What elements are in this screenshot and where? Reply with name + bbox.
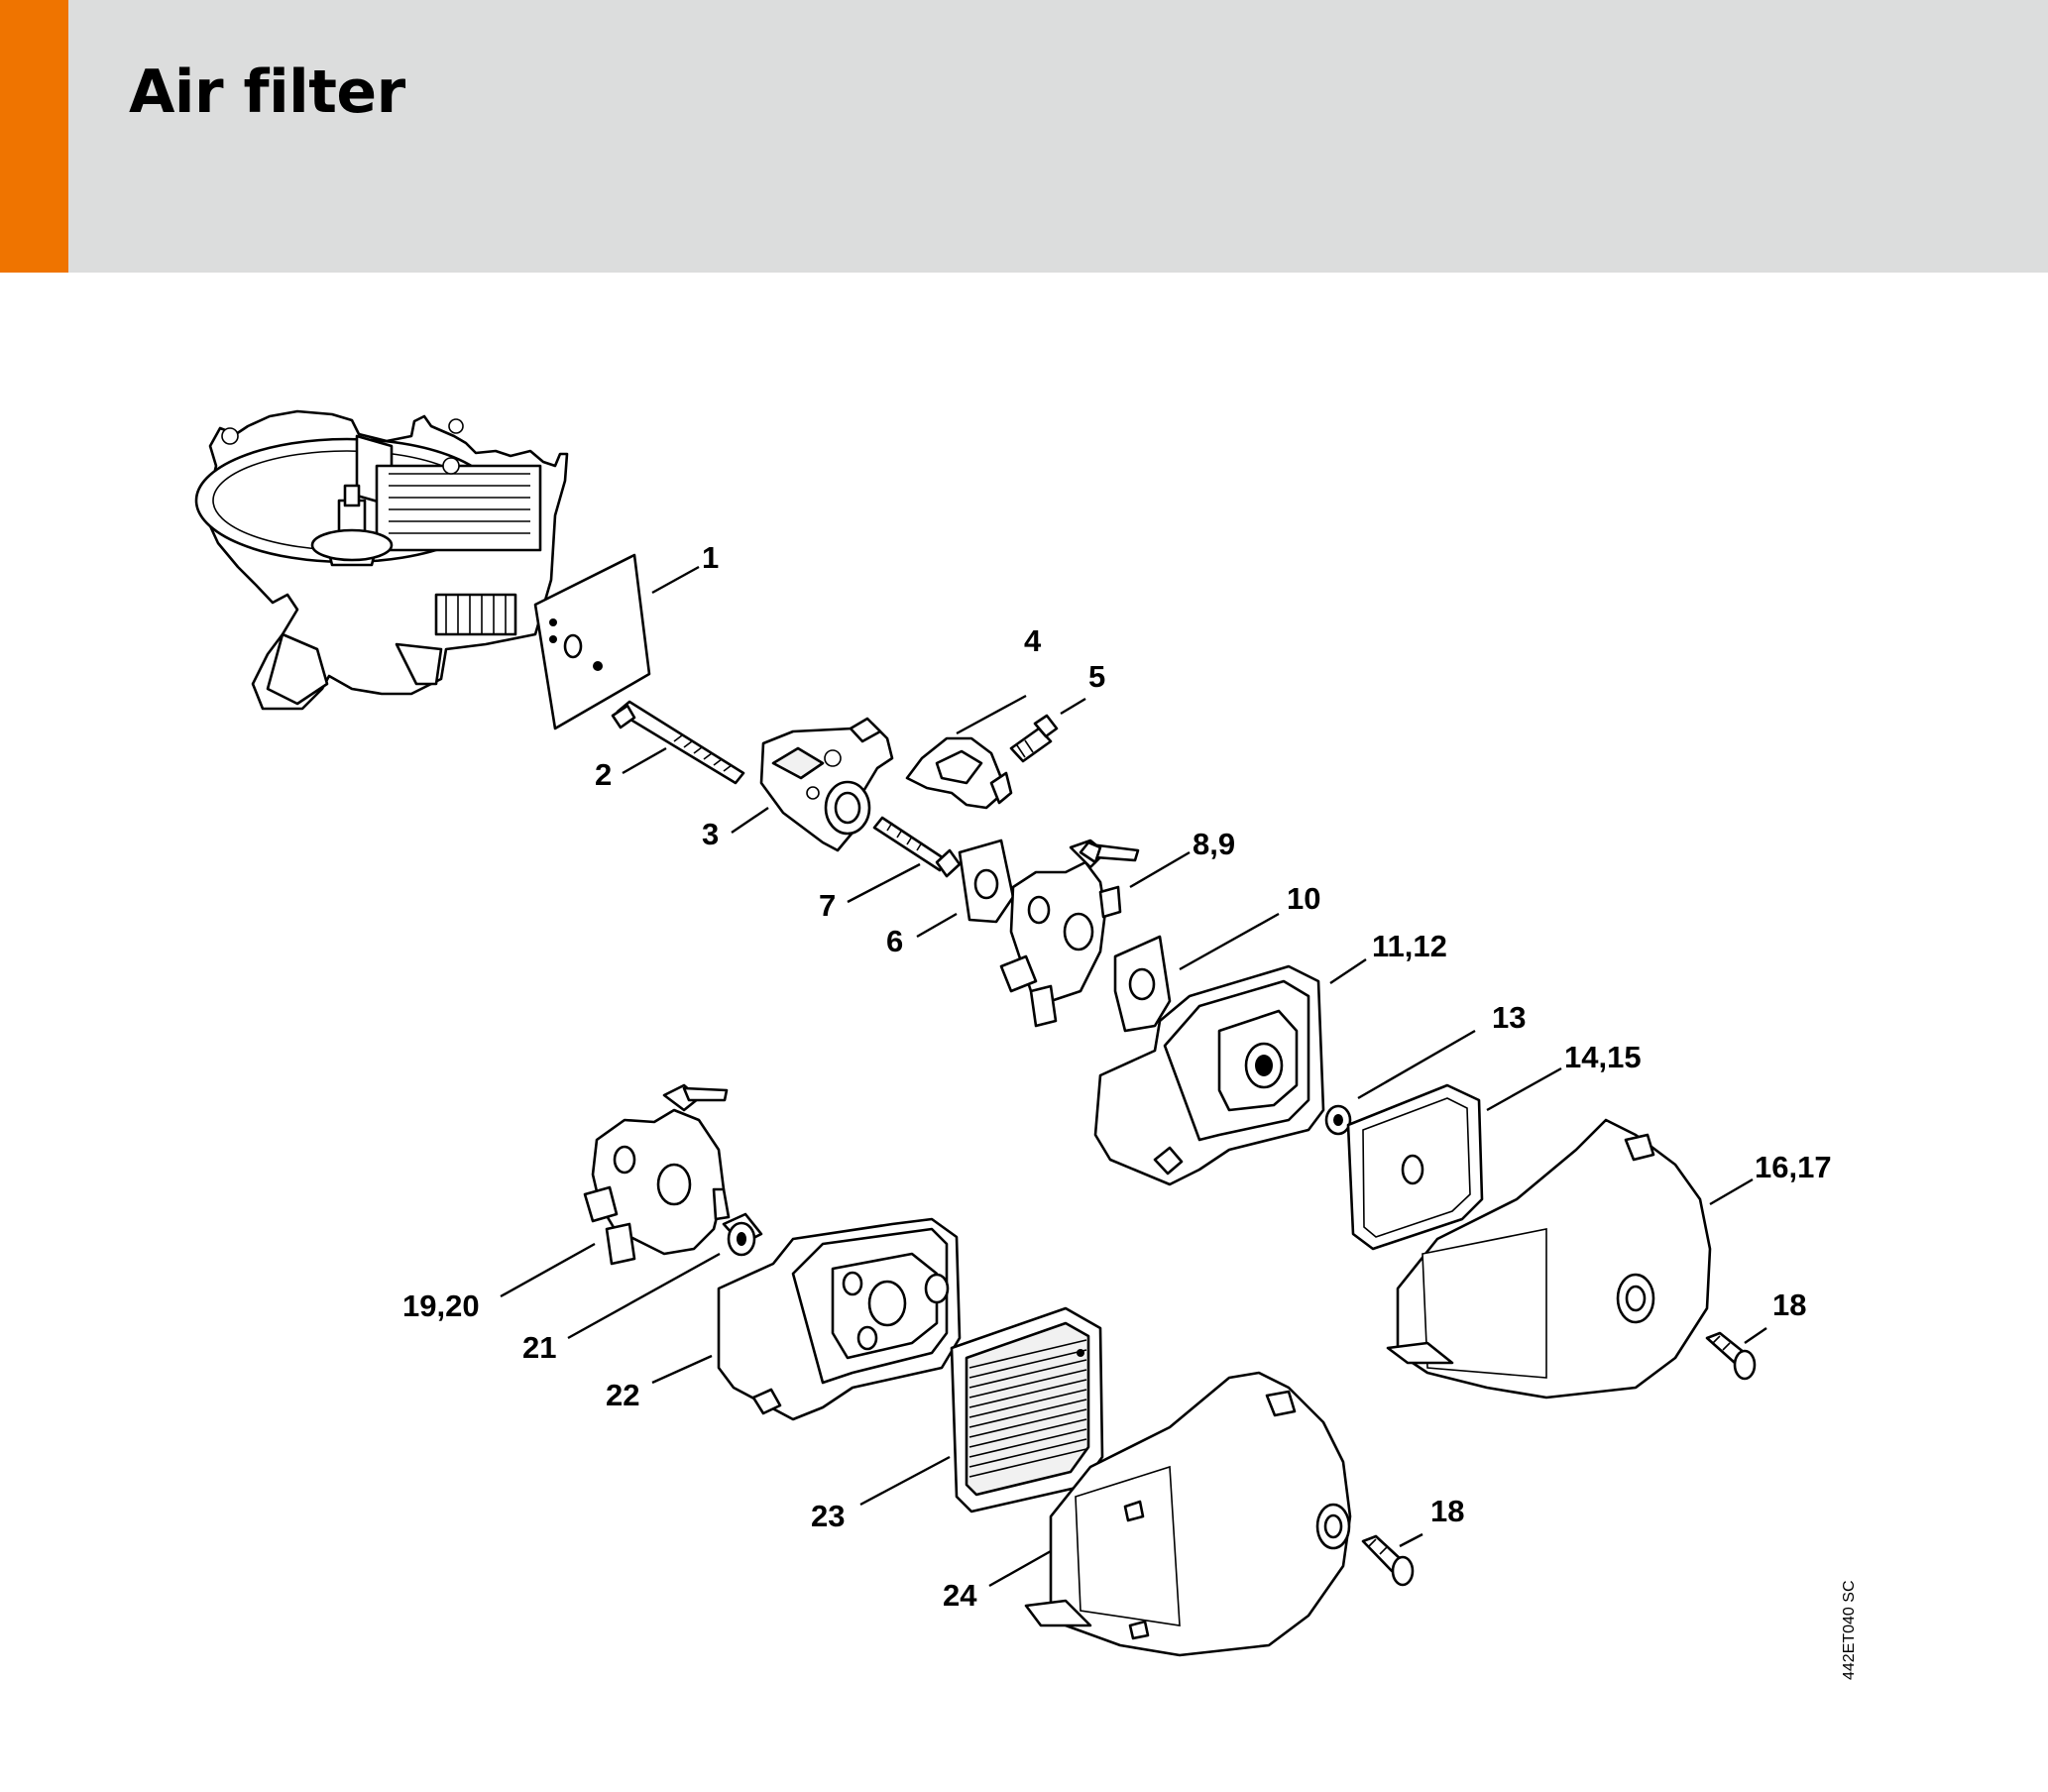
- part-7-bolt: [872, 816, 962, 878]
- page-title: Air filter: [129, 57, 405, 127]
- part-18-screw-lower: [1361, 1534, 1415, 1587]
- callout-23: 23: [811, 1499, 845, 1533]
- part-4-clamp: [905, 736, 1013, 810]
- part-14-15-filter: [1346, 1083, 1484, 1251]
- callout-21: 21: [522, 1330, 556, 1365]
- callout-18-upper: 18: [1772, 1288, 1806, 1322]
- part-19-20-carburetor: [583, 1083, 731, 1266]
- part-8-9-carburetor: [999, 839, 1140, 1028]
- part-3-flange: [759, 717, 894, 852]
- callout-16-17: 16,17: [1755, 1150, 1832, 1184]
- callout-2: 2: [595, 757, 612, 792]
- header-accent: [0, 0, 68, 273]
- part-21-fitting: [722, 1212, 763, 1257]
- part-11-12-filter-base: [1093, 964, 1325, 1186]
- callout-10: 10: [1287, 881, 1320, 916]
- callout-4: 4: [1024, 623, 1042, 658]
- callout-7: 7: [819, 888, 836, 923]
- part-18-screw-upper: [1705, 1331, 1757, 1381]
- callout-19-20: 19,20: [402, 1288, 480, 1323]
- callout-5: 5: [1088, 659, 1105, 694]
- callout-labels: 1 2 3 4 5 6 7 8,9 10 11,12 13 14,15 16,1…: [402, 540, 1832, 1613]
- leader-lines: [500, 565, 1767, 1588]
- callout-11-12: 11,12: [1372, 929, 1447, 963]
- part-6-gasket: [958, 839, 1015, 924]
- part-2-long-bolt: [611, 700, 745, 785]
- part-16-17-filter-cover: [1386, 1118, 1712, 1400]
- header-bar: [0, 0, 2048, 273]
- callout-22: 22: [606, 1378, 639, 1412]
- part-5-screw: [1009, 714, 1059, 763]
- part-13-nut: [1324, 1104, 1352, 1136]
- engine-crankcase-illustration: [194, 409, 569, 711]
- callout-13: 13: [1492, 1000, 1526, 1035]
- part-24-filter-cover: [1024, 1371, 1352, 1657]
- part-1-gasket: [533, 553, 651, 730]
- part-22-filter-base: [717, 1217, 962, 1421]
- callout-6: 6: [886, 924, 903, 958]
- callout-3: 3: [702, 817, 719, 851]
- callout-14-15: 14,15: [1564, 1040, 1642, 1074]
- callout-18-lower: 18: [1430, 1494, 1464, 1528]
- part-23-filter-element: [950, 1306, 1104, 1513]
- callout-24: 24: [943, 1578, 977, 1613]
- part-10-gasket: [1113, 935, 1172, 1033]
- callout-1: 1: [702, 540, 719, 575]
- callout-8-9: 8,9: [1193, 827, 1235, 861]
- diagram-code: 442ET040 SC: [1841, 1580, 1858, 1680]
